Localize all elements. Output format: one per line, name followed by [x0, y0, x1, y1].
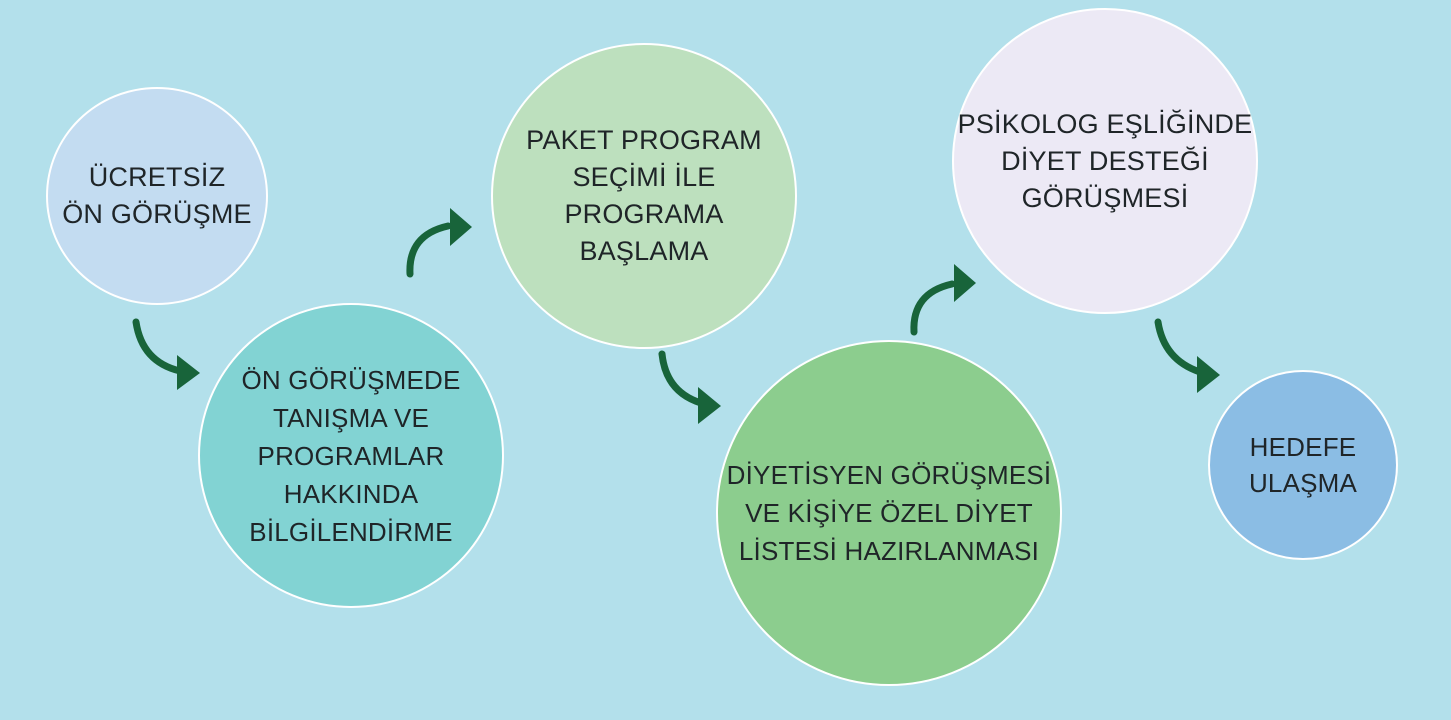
- step-dietitian-meeting: DİYETİSYEN GÖRÜŞMESİ VE KİŞİYE ÖZEL DİYE…: [716, 340, 1062, 686]
- step-reach-goal: HEDEFE ULAŞMA: [1208, 370, 1398, 560]
- step-label: PAKET PROGRAM SEÇİMİ İLE PROGRAMA BAŞLAM…: [526, 125, 762, 266]
- step-label: DİYETİSYEN GÖRÜŞMESİ VE KİŞİYE ÖZEL DİYE…: [726, 460, 1052, 566]
- step-label: PSİKOLOG EŞLİĞİNDE DİYET DESTEĞİ GÖRÜŞME…: [957, 108, 1253, 213]
- step-psychologist-support: PSİKOLOG EŞLİĞİNDE DİYET DESTEĞİ GÖRÜŞME…: [952, 8, 1258, 314]
- step-package-selection: PAKET PROGRAM SEÇİMİ İLE PROGRAMA BAŞLAM…: [491, 43, 797, 349]
- curved-arrow-icon: [132, 318, 200, 390]
- curved-arrow-icon: [910, 264, 976, 336]
- step-free-consultation: ÜCRETSİZ ÖN GÖRÜŞME: [46, 87, 268, 305]
- curved-arrow-icon: [658, 350, 721, 424]
- step-label: ÜCRETSİZ ÖN GÖRÜŞME: [62, 162, 252, 229]
- curved-arrow-icon: [406, 208, 472, 278]
- step-introduction-briefing: ÖN GÖRÜŞMEDE TANIŞMA VE PROGRAMLAR HAKKI…: [198, 303, 504, 608]
- step-label: ÖN GÖRÜŞMEDE TANIŞMA VE PROGRAMLAR HAKKI…: [241, 364, 461, 547]
- curved-arrow-icon: [1154, 318, 1220, 393]
- step-label: HEDEFE ULAŞMA: [1248, 432, 1358, 498]
